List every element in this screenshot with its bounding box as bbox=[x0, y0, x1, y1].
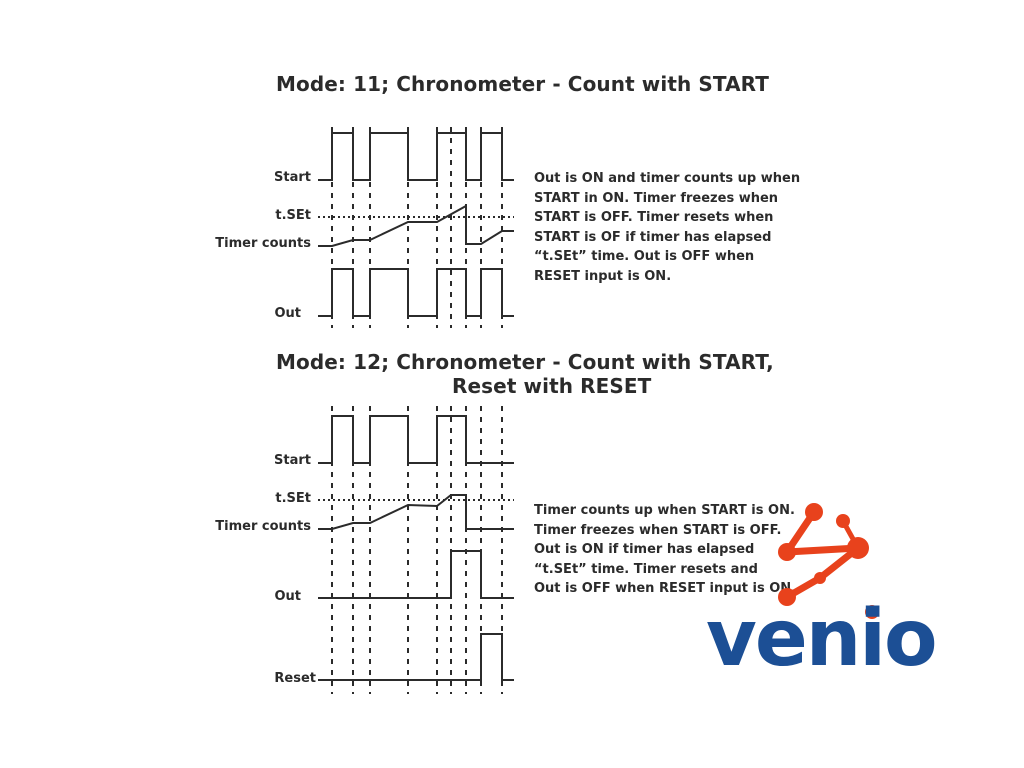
mode12-description-line: Timer counts up when START is ON. bbox=[534, 503, 795, 518]
mode11-timer-label: Timer counts bbox=[215, 236, 311, 251]
mode12-description: Timer counts up when START is ON. Timer … bbox=[534, 501, 796, 599]
mode12-description-line: Timer freezes when START is OFF. bbox=[534, 522, 782, 538]
mode11-start-signal bbox=[318, 132, 514, 181]
mode11-description-line: Out is ON and timer counts up when bbox=[534, 171, 801, 186]
mode11-timer-signal bbox=[318, 204, 514, 247]
mode12-reset-label: Reset bbox=[274, 671, 316, 686]
mode11-title: Mode: 11; Chronometer - Count with START bbox=[276, 72, 770, 96]
mode11-description-line: “t.SEt” time. Out is OFF when bbox=[534, 249, 755, 265]
mode12-timer-label: Timer counts bbox=[215, 519, 311, 534]
mode12-description-line: Out is ON if timer has elapsed bbox=[534, 542, 755, 558]
mode11-description: Out is ON and timer counts up when START… bbox=[534, 169, 800, 287]
venio-logo-text: venio bbox=[706, 594, 938, 684]
mode12-tset-label: t.SEt bbox=[275, 491, 311, 506]
mode11-out-signal bbox=[318, 268, 514, 317]
mode11-description-line: RESET input is ON. bbox=[534, 268, 672, 284]
mode11-description-line: START in ON. Timer freezes when bbox=[534, 190, 779, 206]
mode11-time-markers bbox=[331, 127, 503, 328]
mode11-description-line: START is OF if timer has elapsed bbox=[534, 229, 772, 245]
mode11-out-label: Out bbox=[274, 306, 301, 321]
mode12-out-signal bbox=[318, 550, 514, 599]
mode12-description-line: Out is OFF when RESET input is ON. bbox=[534, 581, 797, 597]
mode11-description-line: START is OFF. Timer resets when bbox=[534, 210, 774, 226]
mode12-timer-signal bbox=[318, 494, 514, 530]
mode11-tset-label: t.SEt bbox=[275, 208, 311, 223]
mode12-start-signal bbox=[318, 415, 514, 464]
venio-logo-mark bbox=[778, 503, 879, 619]
mode11-start-label: Start bbox=[274, 170, 311, 185]
mode12-out-label: Out bbox=[274, 589, 301, 604]
mode12-reset-signal bbox=[318, 633, 514, 681]
mode12-description-line: “t.SEt” time. Timer resets and bbox=[534, 561, 758, 577]
mode12-title-line1: Mode: 12; Chronometer - Count with START… bbox=[276, 350, 774, 374]
mode12-start-label: Start bbox=[274, 453, 311, 468]
mode12-title-line2: Reset with RESET bbox=[452, 374, 652, 398]
